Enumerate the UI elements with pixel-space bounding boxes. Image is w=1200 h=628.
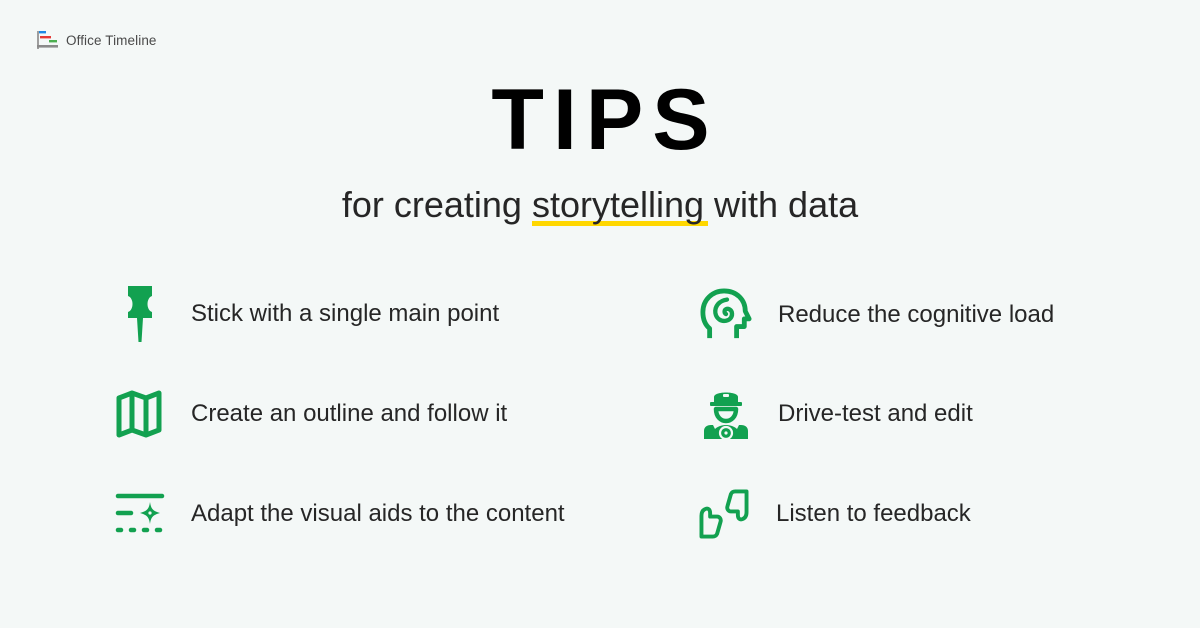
page-subtitle: for creating storytelling with data [0, 182, 1200, 228]
tip-item: Reduce the cognitive load [700, 285, 1054, 345]
subtitle-highlight-text: storytelling [531, 184, 705, 225]
tip-label: Listen to feedback [776, 500, 971, 527]
pushpin-icon [113, 284, 165, 344]
tip-label: Adapt the visual aids to the content [191, 500, 565, 527]
thumbs-up-down-icon [698, 484, 750, 544]
subtitle-prefix: for creating [341, 184, 532, 225]
tip-label: Stick with a single main point [191, 300, 500, 327]
tip-item: Listen to feedback [698, 484, 971, 544]
subtitle-highlight: storytelling [531, 182, 709, 228]
tip-item: Stick with a single main point [113, 284, 499, 344]
tip-item: Drive-test and edit [700, 384, 973, 444]
map-icon [113, 384, 165, 444]
tip-label: Reduce the cognitive load [778, 301, 1055, 328]
office-timeline-logo-icon [37, 31, 58, 49]
tip-label: Drive-test and edit [778, 400, 973, 427]
tip-item: Adapt the visual aids to the content [113, 484, 565, 544]
subtitle-suffix: with data [704, 184, 859, 225]
text-sparkle-icon [113, 484, 165, 544]
brand-name: Office Timeline [66, 32, 157, 48]
brand-logo: Office Timeline [37, 31, 157, 49]
page-title: TIPS [491, 72, 719, 168]
head-spiral-icon [700, 285, 752, 345]
tip-label: Create an outline and follow it [191, 400, 508, 427]
driver-icon [700, 384, 752, 444]
tip-item: Create an outline and follow it [113, 384, 507, 444]
